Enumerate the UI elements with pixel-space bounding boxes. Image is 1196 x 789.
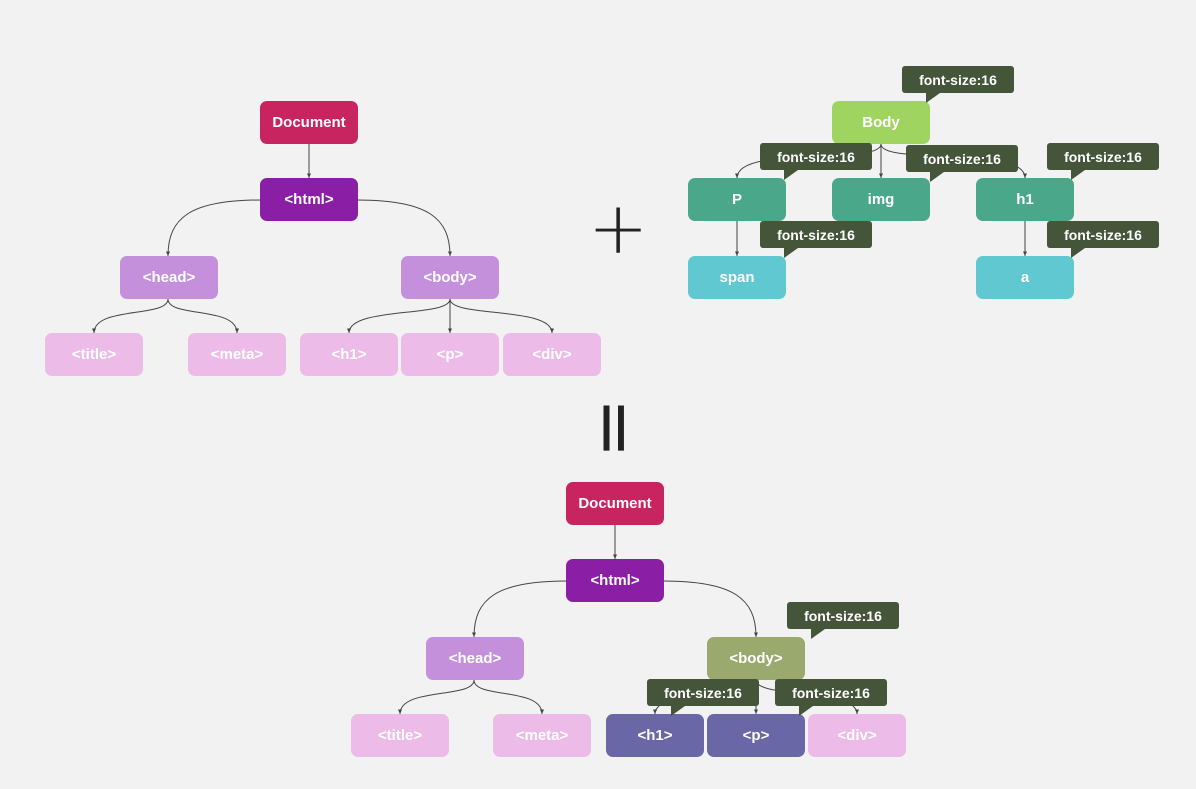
style-tag-a: font-size:16 bbox=[1047, 221, 1159, 258]
dom-html-node[interactable]: <html> bbox=[260, 178, 358, 221]
equals-symbol: = bbox=[574, 397, 658, 459]
style-tag-span: font-size:16 bbox=[760, 221, 872, 258]
edge-body-h1 bbox=[347, 298, 451, 334]
edge-render-head-meta bbox=[473, 679, 544, 715]
render-head-node[interactable]: <head> bbox=[426, 637, 524, 680]
dom-document-node[interactable]: Document bbox=[260, 101, 358, 144]
style-p-node[interactable]: P bbox=[688, 178, 786, 221]
render-tag-h1: font-size:16 bbox=[647, 679, 759, 716]
dom-body-node[interactable]: <body> bbox=[401, 256, 499, 299]
render-document-node[interactable]: Document bbox=[566, 482, 664, 525]
render-tag-body: font-size:16 bbox=[787, 602, 899, 639]
edge-render-html-head bbox=[472, 580, 568, 638]
edge-body-div bbox=[449, 298, 554, 334]
edge-render-head-title bbox=[398, 679, 475, 715]
style-tag-body: font-size:16 bbox=[902, 66, 1014, 103]
dom-p-node[interactable]: <p> bbox=[401, 333, 499, 376]
dom-h1-node[interactable]: <h1> bbox=[300, 333, 398, 376]
dom-title-node[interactable]: <title> bbox=[45, 333, 143, 376]
dom-head-node[interactable]: <head> bbox=[120, 256, 218, 299]
style-body-node[interactable]: Body bbox=[832, 101, 930, 144]
dom-div-node[interactable]: <div> bbox=[503, 333, 601, 376]
style-span-node[interactable]: span bbox=[688, 256, 786, 299]
render-html-node[interactable]: <html> bbox=[566, 559, 664, 602]
style-tag-p: font-size:16 bbox=[760, 143, 872, 180]
render-title-node[interactable]: <title> bbox=[351, 714, 449, 757]
edge-html-body bbox=[356, 199, 452, 257]
render-body-node[interactable]: <body> bbox=[707, 637, 805, 680]
style-tag-h1: font-size:16 bbox=[1047, 143, 1159, 180]
edge-html-head bbox=[166, 199, 262, 257]
edge-head-title bbox=[92, 298, 169, 334]
render-div-node[interactable]: <div> bbox=[808, 714, 906, 757]
style-tag-img: font-size:16 bbox=[906, 145, 1018, 182]
style-h1-node[interactable]: h1 bbox=[976, 178, 1074, 221]
render-p-node[interactable]: <p> bbox=[707, 714, 805, 757]
plus-symbol: + bbox=[588, 186, 649, 270]
style-a-node[interactable]: a bbox=[976, 256, 1074, 299]
render-h1-node[interactable]: <h1> bbox=[606, 714, 704, 757]
style-img-node[interactable]: img bbox=[832, 178, 930, 221]
dom-meta-node[interactable]: <meta> bbox=[188, 333, 286, 376]
render-meta-node[interactable]: <meta> bbox=[493, 714, 591, 757]
render-tag-p: font-size:16 bbox=[775, 679, 887, 716]
edge-head-meta bbox=[167, 298, 239, 334]
edge-render-html-body bbox=[662, 580, 758, 638]
